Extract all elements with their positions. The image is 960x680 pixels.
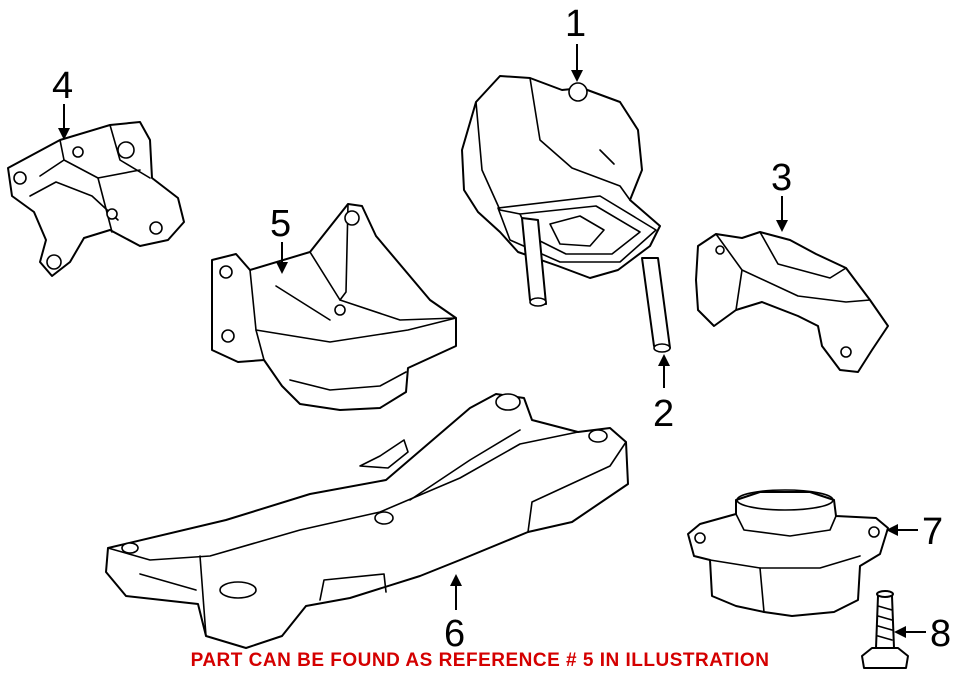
callout-1: 1 — [565, 3, 586, 45]
callout-6: 6 — [444, 613, 465, 655]
callout-2: 2 — [653, 393, 674, 435]
callout-7: 7 — [922, 511, 943, 553]
callout-3: 3 — [771, 157, 792, 199]
part-8-bolt — [861, 590, 909, 669]
callout-5: 5 — [270, 203, 291, 245]
part-7-mount — [687, 489, 889, 617]
callout-8: 8 — [930, 613, 951, 655]
part-2-studs — [521, 217, 671, 353]
part-4-bracket — [7, 121, 185, 277]
part-1-mount-body — [461, 75, 661, 279]
reference-note: PART CAN BE FOUND AS REFERENCE # 5 IN IL… — [190, 650, 770, 671]
callout-4: 4 — [52, 65, 73, 107]
leader-lines — [58, 44, 926, 638]
part-3-heat-shield — [695, 231, 889, 373]
part-6-crossmember — [105, 393, 629, 649]
part-5-mount — [211, 203, 457, 411]
